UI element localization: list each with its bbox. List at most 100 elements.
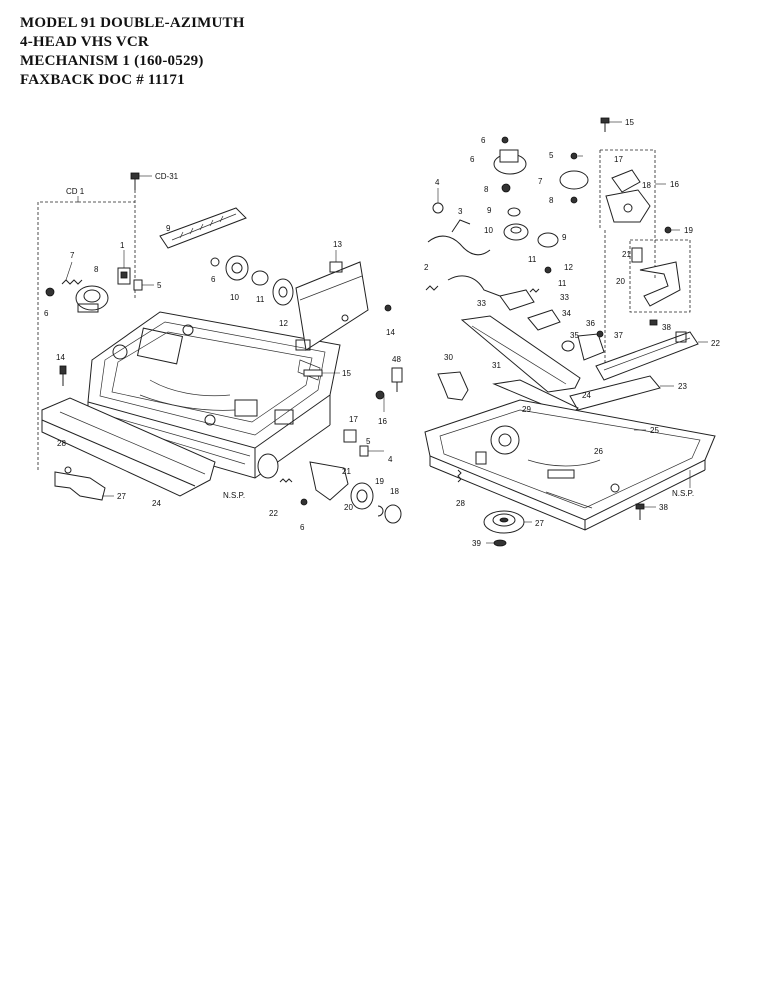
label-left-7: 7 [70,251,75,260]
label-left-19: 19 [375,477,384,486]
post-48 [391,367,403,392]
clip-5 [133,279,143,291]
arm-assembly-3 [425,202,501,297]
label-right-9a: 9 [487,206,492,215]
label-right-15: 15 [625,118,634,127]
clip-5-lower [359,445,369,457]
label-right-34: 34 [562,309,571,318]
label-right-36: 36 [586,319,595,328]
washer-6 [210,257,220,267]
vcr-subtitle: 4-HEAD VHS VCR [20,34,149,50]
slide-plate-23 [569,375,661,411]
model-title: MODEL 91 DOUBLE-AZIMUTH [20,15,245,31]
label-right-nsp: N.S.P. [672,489,694,498]
label-right-38a: 38 [662,323,671,332]
screw-38-lower [635,503,645,520]
label-left-22: 22 [269,509,278,518]
label-right-29: 29 [522,405,531,414]
spring-28-right [457,469,462,483]
gear-10 [225,255,249,281]
label-left-9: 9 [166,224,171,233]
faxback-doc-number: FAXBACK DOC # 11171 [20,72,185,88]
screw-14-left [59,365,67,386]
label-left-10: 10 [230,293,239,302]
screw-6-left [45,287,55,297]
mechanism-number: MECHANISM 1 (160-0529) [20,53,204,69]
label-left-6a: 6 [44,309,49,318]
label-right-37: 37 [614,331,623,340]
label-left-5b: 5 [366,437,371,446]
label-left-4: 4 [388,455,393,464]
label-left-12: 12 [279,319,288,328]
label-right-33a: 33 [477,299,486,308]
label-right-24: 24 [582,391,591,400]
left-part-labels: CD-31 CD 1 9 7 1 8 5 6 13 6 10 11 12 14 … [44,172,399,532]
label-left-6c: 6 [300,523,305,532]
label-right-18: 18 [642,181,651,190]
label-left-17: 17 [349,415,358,424]
label-left-11: 11 [256,295,265,304]
label-right-33b: 33 [560,293,569,302]
lever-17 [343,429,357,443]
label-right-22: 22 [711,339,720,348]
gear-12 [272,278,294,306]
label-cd31: CD-31 [155,172,179,181]
label-left-14a: 14 [386,328,395,337]
label-left-21: 21 [342,467,351,476]
label-right-26: 26 [594,447,603,456]
label-left-13: 13 [333,240,342,249]
leader-lines [65,121,708,544]
pulley-27 [483,510,525,534]
label-right-9b: 9 [562,233,567,242]
screw-16-left [375,390,385,400]
label-right-6a: 6 [481,136,486,145]
right-baseplate [424,399,716,531]
gear-assembly-lower [257,453,402,524]
label-left-28: 28 [57,439,66,448]
bracket-21 [631,247,643,263]
label-right-23: 23 [678,382,687,391]
label-right-6b: 6 [470,155,475,164]
slide-plate-22 [595,331,699,381]
screw-14-right [384,304,392,312]
label-right-48: 48 [392,355,401,364]
label-right-8a: 8 [484,185,489,194]
label-left-16: 16 [378,417,387,426]
label-left-27: 27 [117,492,126,501]
right-mechanism-assembly [391,117,716,547]
arm-20 [639,261,681,307]
lever-assembly-17-18 [605,169,651,223]
left-mechanism-assembly [37,172,402,524]
bracket-1 [117,267,131,285]
screw-cd31 [130,172,140,190]
pin-15-left [303,369,323,377]
label-left-14b: 14 [56,353,65,362]
label-right-19: 19 [684,226,693,235]
label-right-35: 35 [570,331,579,340]
label-right-10: 10 [484,226,493,235]
slide-plate-31 [460,315,581,393]
label-right-3: 3 [458,207,463,216]
label-left-1: 1 [120,241,125,250]
label-right-11b: 11 [558,279,567,288]
label-right-31: 31 [492,361,501,370]
screw-19-right [664,226,672,234]
label-left-6b: 6 [211,275,216,284]
washer-39 [493,539,507,547]
label-left-20: 20 [344,503,353,512]
label-left-8: 8 [94,265,99,274]
gear-35-36 [561,330,605,361]
screw-15-right [600,117,610,132]
label-right-2: 2 [424,263,429,272]
bracket-30 [437,371,469,401]
document-header: MODEL 91 DOUBLE-AZIMUTH 4-HEAD VHS VCR M… [20,14,245,90]
label-left-15: 15 [342,369,351,378]
bracket-16 [599,149,656,280]
label-right-7: 7 [538,177,543,186]
slider-33-34 [499,288,561,331]
spring-7 [61,279,83,285]
label-right-16: 16 [670,180,679,189]
label-right-4: 4 [435,178,440,187]
main-chassis [87,311,341,479]
label-right-27: 27 [535,519,544,528]
